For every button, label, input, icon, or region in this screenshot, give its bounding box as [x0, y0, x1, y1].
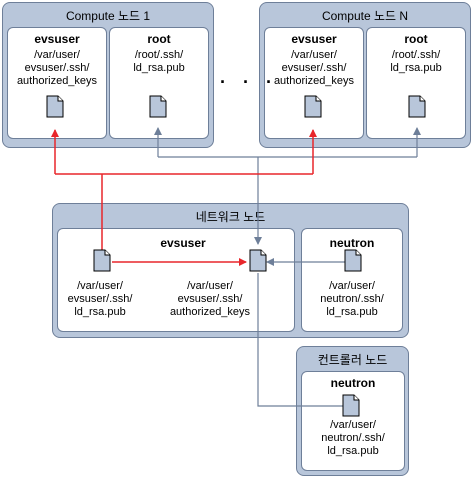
document-icon	[149, 95, 167, 118]
document-icon	[304, 95, 322, 118]
document-icon	[93, 249, 111, 272]
source-file-path: /var/user/ evsuser/.ssh/ ld_rsa.pub	[60, 280, 140, 319]
evsuser-panel: evsuser /var/user/ evsuser/.ssh/ authori…	[264, 27, 364, 139]
file-path: /root/.ssh/ ld_rsa.pub	[367, 49, 465, 75]
path-line: /var/user/	[330, 419, 376, 431]
path-line: evsuser/.ssh/	[67, 293, 133, 305]
dest-file-path: /var/user/ evsuser/.ssh/ authorized_keys	[158, 280, 262, 319]
panel-header: root	[147, 32, 171, 46]
path-line: evsuser/.ssh/	[281, 62, 347, 74]
path-line: ld_rsa.pub	[390, 62, 442, 74]
path-line: /var/user/	[34, 49, 80, 61]
file-path: /var/user/ evsuser/.ssh/ authorized_keys	[8, 49, 106, 88]
compute-node-n-group: Compute 노드 N evsuser /var/user/ evsuser/…	[259, 2, 471, 148]
path-line: /var/user/	[187, 280, 233, 292]
panel-header: root	[404, 32, 428, 46]
root-panel: root /root/.ssh/ ld_rsa.pub	[109, 27, 209, 139]
gray-connectors	[154, 127, 421, 407]
path-line: authorized_keys	[273, 75, 355, 87]
path-line: /var/user/	[291, 49, 337, 61]
group-title: Compute 노드 1	[65, 9, 151, 23]
panel-header: neutron	[329, 236, 375, 250]
file-path: /var/user/ neutron/.ssh/ ld_rsa.pub	[302, 280, 402, 319]
gray-connector-controller	[257, 273, 343, 407]
panel-header: evsuser	[160, 236, 206, 250]
path-line: neutron/.ssh/	[320, 293, 384, 305]
file-path: /var/user/ neutron/.ssh/ ld_rsa.pub	[302, 419, 404, 458]
panel-header: evsuser	[291, 32, 337, 46]
path-line: authorized_keys	[16, 75, 98, 87]
path-line: ld_rsa.pub	[133, 62, 185, 74]
group-title: Compute 노드 N	[321, 9, 409, 23]
path-line: /root/.ssh/	[134, 49, 184, 61]
path-line: ld_rsa.pub	[327, 445, 379, 457]
path-line: /var/user/	[329, 280, 375, 292]
group-title: 컨트롤러 노드	[317, 353, 388, 367]
document-icon	[249, 249, 267, 272]
file-path: /var/user/ evsuser/.ssh/ authorized_keys	[265, 49, 363, 88]
neutron-panel: neutron /var/user/ neutron/.ssh/ ld_rsa.…	[301, 228, 403, 332]
path-line: /var/user/	[77, 280, 123, 292]
path-line: evsuser/.ssh/	[24, 62, 90, 74]
document-icons	[46, 95, 426, 417]
path-line: ld_rsa.pub	[326, 306, 378, 318]
path-line: authorized_keys	[169, 306, 251, 318]
evsuser-panel: evsuser /var/user/ evsuser/.ssh/ ld_rsa.…	[57, 228, 295, 332]
panel-header: neutron	[330, 376, 376, 390]
document-icon	[344, 249, 362, 272]
document-icon	[408, 95, 426, 118]
path-line: /root/.ssh/	[391, 49, 441, 61]
neutron-panel: neutron /var/user/ neutron/.ssh/ ld_rsa.…	[301, 371, 405, 471]
document-icon	[46, 95, 64, 118]
panel-header: evsuser	[34, 32, 80, 46]
path-line: ld_rsa.pub	[74, 306, 126, 318]
document-icon	[342, 394, 360, 417]
evsuser-panel: evsuser /var/user/ evsuser/.ssh/ authori…	[7, 27, 107, 139]
ellipsis: · · ·	[220, 72, 278, 92]
path-line: neutron/.ssh/	[321, 432, 385, 444]
root-panel: root /root/.ssh/ ld_rsa.pub	[366, 27, 466, 139]
compute-node-1-group: Compute 노드 1 evsuser /var/user/ evsuser/…	[2, 2, 214, 148]
file-path: /root/.ssh/ ld_rsa.pub	[110, 49, 208, 75]
path-line: evsuser/.ssh/	[177, 293, 243, 305]
red-connectors	[51, 129, 317, 266]
group-title: 네트워크 노드	[195, 210, 266, 224]
